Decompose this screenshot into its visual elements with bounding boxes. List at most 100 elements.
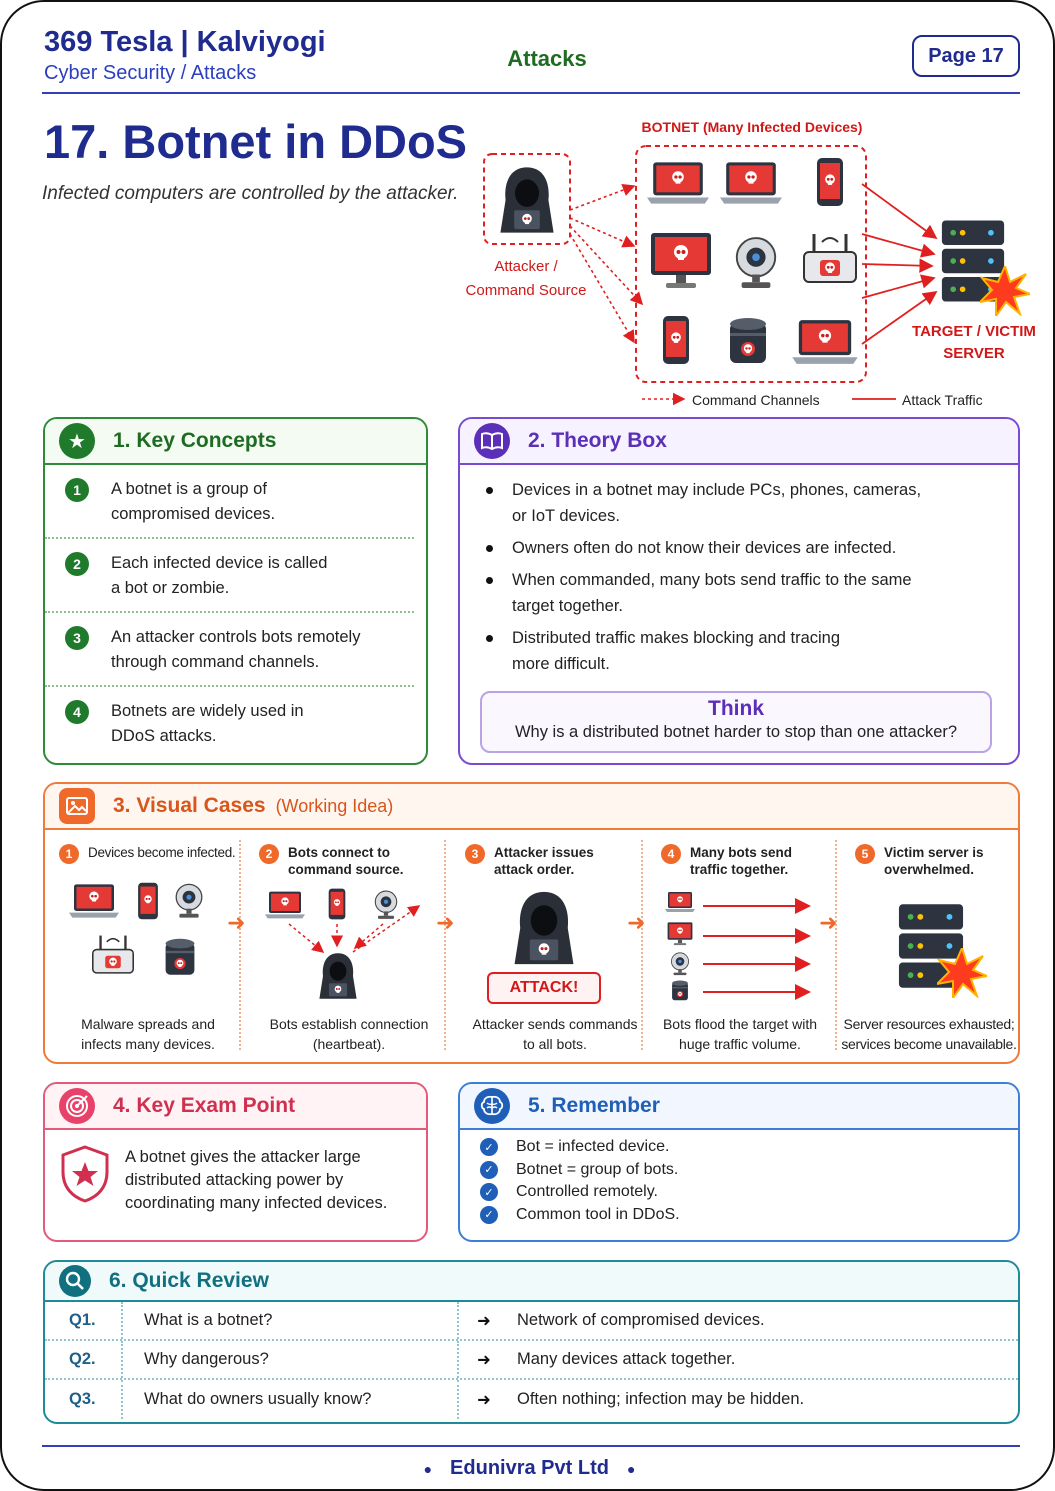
smart-device-icon [672,980,688,1000]
laptop-icon [647,162,709,203]
key-concepts-header: ★ 1. Key Concepts [45,419,426,465]
legend-command-label: Command Channels [692,392,820,408]
remember-card: 5. Remember ✓Bot = infected device. ✓Bot… [458,1082,1020,1242]
column-divider [457,1302,459,1339]
attack-badge: ATTACK! [487,972,601,1004]
concept-text: Botnets are widely used in [111,702,304,720]
hacker-icon [500,167,553,232]
theory-list: Devices in a botnet may include PCs, pho… [460,465,1018,677]
answer-text: Often nothing; infection may be hidden. [517,1390,805,1408]
remember-heading: 5. Remember [528,1094,660,1117]
arrow-right-icon: ➜ [627,910,646,935]
step-number: 4 [661,844,681,864]
check-icon: ✓ [480,1160,498,1179]
concept-number: 2 [65,552,89,576]
remember-header: 5. Remember [460,1084,1018,1130]
exam-point-line: distributed attacking power by [125,1171,344,1189]
step-divider [239,840,241,1050]
traffic-flood-illustration [665,890,811,1006]
target-icon [59,1088,95,1124]
hacker-icon [319,953,356,999]
footer-divider [42,1445,1020,1447]
router-icon [93,936,133,973]
quick-review-header: 6. Quick Review [45,1262,1018,1302]
theory-text: Devices in a botnet may include PCs, pho… [512,481,922,499]
step-caption: Bots flood the target with [662,1016,818,1032]
step-caption: infects many devices. [81,1036,215,1052]
remember-item: ✓Controlled remotely. [460,1181,1018,1204]
arrow-right-icon: ➜ [477,1350,491,1369]
arrow-right-icon: ➜ [227,910,246,935]
arrow-right-icon: ➜ [477,1390,491,1409]
step-title: command source. [288,862,404,877]
visual-cases-heading: 3. Visual Cases [113,794,266,817]
question-text: What do owners usually know? [144,1390,372,1408]
theory-text: or IoT devices. [512,507,620,525]
concept-text: Each infected device is called [111,554,328,572]
question-number: Q1. [69,1311,96,1329]
bullet-icon: ● [423,1460,433,1477]
check-icon: ✓ [480,1138,498,1157]
visual-cases-subheading: (Working Idea) [275,795,394,816]
step-title: Devices become infected. [88,845,236,860]
review-row: Q1. What is a botnet? ➜ Network of compr… [45,1302,1018,1341]
remember-item: ✓Botnet = group of bots. [460,1159,1018,1182]
attack-traffic-lines [861,183,938,345]
bullet-icon: ● [626,1460,636,1477]
attacker-label-line1: Attacker / [494,258,558,275]
arrow-right-icon: ➜ [436,910,455,935]
webcam-icon [670,952,690,976]
phone-icon [329,889,346,920]
concept-number: 1 [65,478,89,502]
quick-review-heading: 6. Quick Review [109,1269,269,1292]
step-number: 1 [59,844,79,864]
remember-text: Common tool in DDoS. [516,1205,680,1223]
target-label-line1: TARGET / VICTIM [912,323,1036,340]
concept-text: a bot or zombie. [111,579,230,597]
exam-point-line: coordinating many infected devices. [125,1194,388,1212]
laptop-icon [69,884,119,917]
step-caption: services become unavailable. [841,1036,1017,1052]
smart-device-icon [730,318,766,363]
step-caption: huge traffic volume. [679,1036,801,1052]
step-caption: Bots establish connection [269,1016,429,1032]
exam-point-card: 4. Key Exam Point A botnet gives the att… [43,1082,428,1242]
step-number: 3 [465,844,485,864]
question-text: Why dangerous? [144,1350,269,1368]
theory-heading: 2. Theory Box [528,429,667,452]
column-divider [121,1341,123,1378]
attacker-box [483,153,571,245]
brand-title: 369 Tesla | Kalviyogi [44,26,326,58]
page-title: 17. Botnet in DDoS [44,115,468,168]
key-concepts-heading: 1. Key Concepts [113,429,277,452]
command-channel-lines [569,183,644,344]
quick-review-card: 6. Quick Review Q1. What is a botnet? ➜ … [43,1260,1020,1424]
step-title: Victim server is [884,845,984,860]
step-title: traffic together. [690,862,789,877]
remember-item: ✓Bot = infected device. [460,1136,1018,1159]
step-title: Attacker issues [494,845,594,860]
laptop-icon [720,162,782,203]
step-number: 2 [259,844,279,864]
webcam-icon [735,237,777,289]
theory-text: Distributed traffic makes blocking and t… [512,629,841,647]
concept-text: DDoS attacks. [111,727,217,745]
review-row: Q2. Why dangerous? ➜ Many devices attack… [45,1341,1018,1380]
laptop-icon [665,892,695,912]
infected-devices-illustration [65,882,203,982]
webcam-icon [374,890,398,920]
phone-icon [817,158,843,206]
question-number: Q2. [69,1350,96,1368]
page-subtitle: Infected computers are controlled by the… [42,183,459,204]
think-title: Think [708,697,764,720]
review-row: Q3. What do owners usually know? ➜ Often… [45,1380,1018,1419]
theory-text: Owners often do not know their devices a… [512,539,897,557]
brain-icon [474,1088,510,1124]
theory-bullet: Owners often do not know their devices a… [486,535,998,561]
think-box: Think Why is a distributed botnet harder… [480,691,992,753]
